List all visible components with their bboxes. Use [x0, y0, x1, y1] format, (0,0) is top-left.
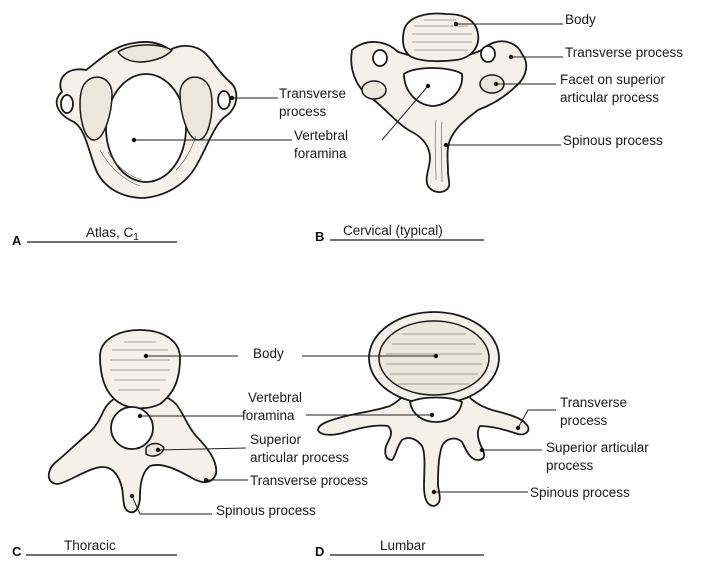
label-cervical-body: Body — [565, 12, 596, 27]
label-atlas-foramina-1: Vertebral — [294, 128, 348, 143]
label-atlas-transverse-1: Transverse — [279, 86, 346, 101]
cervical-right-transverse-foramen — [481, 46, 495, 62]
atlas-right-transverse-foramen — [218, 91, 230, 109]
panel-d-lumbar: Transverse process Superior articular pr… — [302, 312, 649, 559]
panel-a-caption: Atlas, C1 — [86, 225, 139, 243]
label-thoracic-transverse: Transverse process — [250, 473, 368, 488]
label-lumbar-transverse-1: Transverse — [560, 395, 627, 410]
atlas-left-transverse-foramen — [61, 95, 73, 113]
label-thoracic-foramina-2: foramina — [242, 408, 295, 423]
label-cervical-transverse: Transverse process — [565, 45, 683, 60]
label-thoracic-body: Body — [253, 346, 284, 361]
panel-c-letter: C — [12, 544, 22, 559]
label-thoracic-spinous: Spinous process — [216, 503, 316, 518]
panel-b-letter: B — [315, 229, 324, 244]
panel-b-cervical: Body Transverse process Facet on superio… — [315, 12, 683, 244]
panel-d-letter: D — [315, 544, 324, 559]
label-lumbar-spinous: Spinous process — [530, 485, 630, 500]
label-lumbar-superior-1: Superior articular — [546, 440, 649, 455]
panel-d-caption: Lumbar — [380, 538, 426, 553]
label-cervical-facet-1: Facet on superior — [560, 72, 666, 87]
label-lumbar-superior-2: process — [546, 458, 594, 473]
label-thoracic-superior-2: articular process — [250, 450, 349, 465]
cervical-left-transverse-foramen — [373, 50, 387, 66]
cervical-body — [403, 14, 478, 62]
label-atlas-foramina-2: foramina — [294, 146, 347, 161]
panel-b-caption: Cervical (typical) — [343, 223, 443, 238]
label-thoracic-foramina-1: Vertebral — [248, 390, 302, 405]
panel-c-thoracic: Body Vertebral foramina Superior articul… — [12, 330, 368, 559]
panel-a-letter: A — [12, 233, 22, 248]
label-lumbar-transverse-2: process — [560, 413, 608, 428]
panel-a-atlas: Transverse process Vertebral foramina A … — [12, 42, 348, 248]
label-atlas-transverse-2: process — [279, 104, 327, 119]
label-cervical-facet-2: articular process — [560, 90, 659, 105]
label-cervical-spinous: Spinous process — [563, 133, 663, 148]
panel-c-caption: Thoracic — [64, 538, 116, 553]
thoracic-vertebral-foramen — [111, 407, 153, 449]
label-thoracic-superior-1: Superior — [250, 432, 302, 447]
